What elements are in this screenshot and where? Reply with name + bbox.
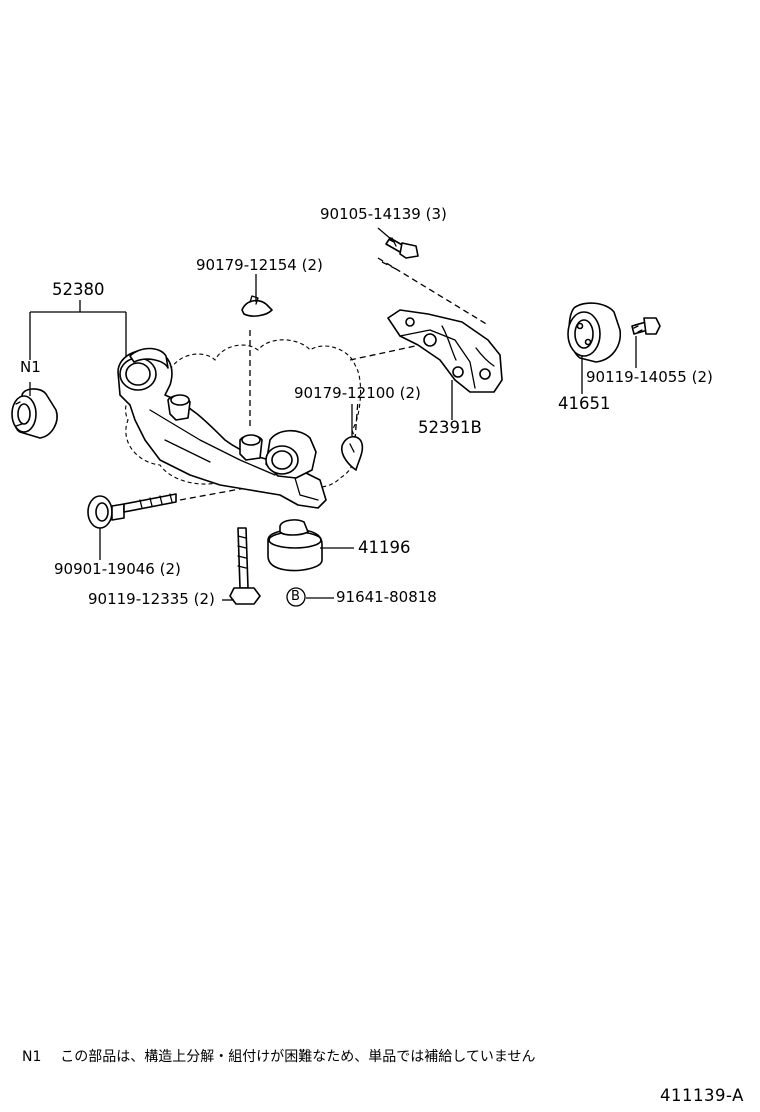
mount-41651-icon: [567, 302, 621, 363]
bushing-n1-icon: [11, 388, 58, 439]
leader-52380: [29, 300, 127, 360]
label-n1: N1: [20, 358, 41, 376]
bolt-90105-icon: [385, 237, 419, 259]
label-41651: 41651: [558, 394, 611, 413]
b-marker-letter: B: [291, 589, 300, 604]
label-90179-12154: 90179-12154 (2): [196, 256, 323, 274]
cushion-41196-icon: [267, 519, 323, 572]
label-91641-80818: 91641-80818: [336, 588, 437, 606]
footnote: N1 この部品は、構造上分解・組付けが困難なため、単品では補給していません: [22, 1050, 535, 1064]
bolt-90119-12335-icon: [229, 527, 261, 605]
bolt-90119-14055-icon: [631, 317, 661, 335]
bolt-90901-19046-icon: [87, 493, 177, 529]
footnote-text: この部品は、構造上分解・組付けが困難なため、単品では補給していません: [60, 1049, 536, 1065]
clip-90179-12154-icon: [241, 295, 273, 317]
diagram-code: 411139-A: [660, 1086, 744, 1105]
label-90179-12100: 90179-12100 (2): [294, 384, 421, 402]
label-41196: 41196: [358, 538, 411, 557]
dashed-guide-lines: [179, 257, 489, 501]
bracket-52391b-icon: [387, 309, 503, 393]
label-90105-14139: 90105-14139 (3): [320, 205, 447, 223]
crossmember-52380-icon: [117, 347, 327, 509]
clip-90179-12100-icon: [340, 435, 364, 471]
label-90119-14055: 90119-14055 (2): [586, 368, 713, 386]
footnote-marker: N1: [22, 1049, 42, 1065]
label-52391b: 52391B: [418, 418, 482, 437]
label-90901-19046: 90901-19046 (2): [54, 560, 181, 578]
b-marker-circle: [286, 587, 306, 607]
label-52380: 52380: [52, 280, 105, 299]
label-90119-12335: 90119-12335 (2): [88, 590, 215, 608]
leader-90105: [377, 227, 393, 241]
body-outline: [125, 339, 362, 492]
